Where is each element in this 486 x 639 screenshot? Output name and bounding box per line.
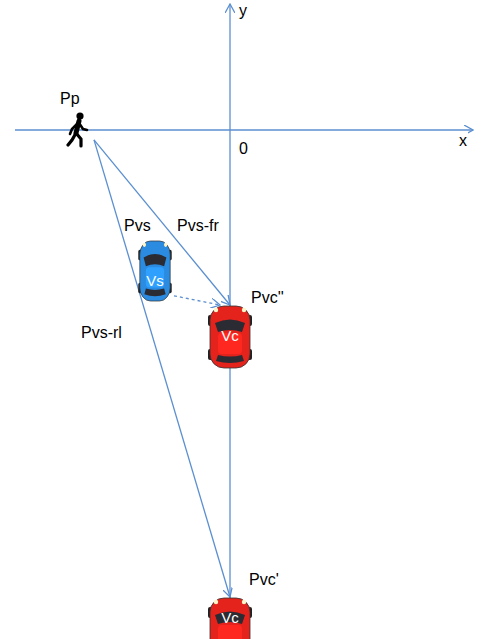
position-label: Pvc''	[250, 289, 285, 307]
vehicle-label: Vs	[136, 272, 174, 289]
origin-label: 0	[238, 140, 249, 158]
distance-line	[94, 140, 230, 597]
vehicle-car: Vs	[136, 240, 174, 302]
point-label: Pp	[60, 90, 94, 108]
projection-line	[174, 296, 220, 305]
distance-label: Pvs-rl	[80, 324, 123, 342]
vehicle-label: Vc	[205, 327, 255, 344]
distance-line	[94, 140, 230, 305]
position-label: Pvs	[123, 217, 152, 235]
distance-label: Pvs-fr	[176, 217, 220, 235]
vehicle-car: Vc	[205, 305, 255, 369]
axis-name: x	[458, 132, 468, 150]
car-icon	[136, 240, 174, 302]
position-label: Pvc'	[248, 571, 280, 589]
vehicle-car: Vc	[205, 597, 255, 639]
pedestrian-icon	[66, 112, 90, 148]
pedestrian-figure: Pp	[60, 90, 94, 148]
axis-name: y	[238, 2, 248, 20]
vehicle-label: Vc	[205, 609, 255, 626]
